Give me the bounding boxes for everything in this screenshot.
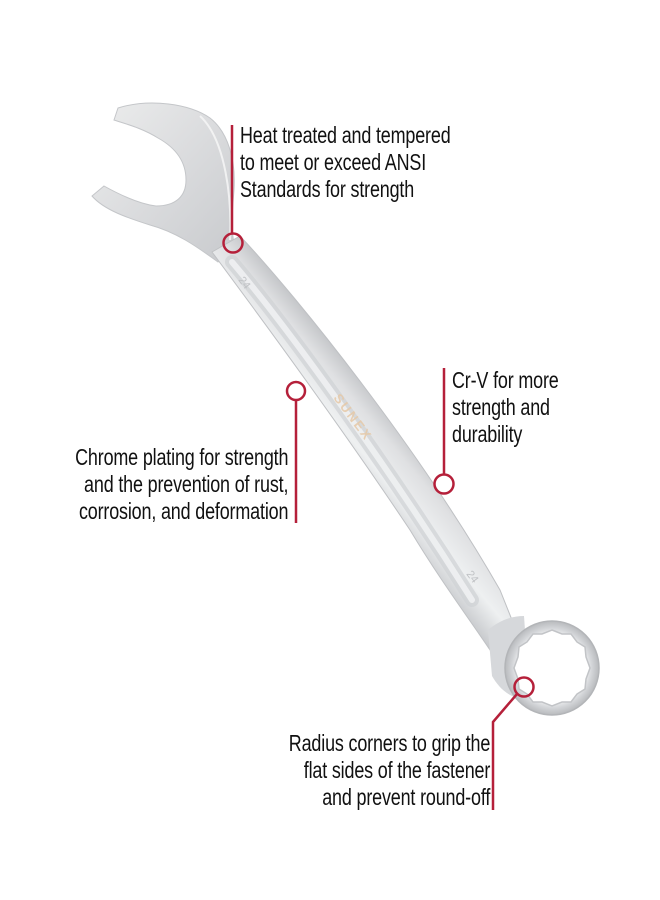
callout-heat-treated: Heat treated and tempered to meet or exc… xyxy=(240,122,451,203)
callout-heat-treated-line-1: Heat treated and tempered xyxy=(240,122,451,148)
callout-radius-corners: Radius corners to grip the flat sides of… xyxy=(288,730,491,811)
callout-radius-corners-line-2: flat sides of the fastener xyxy=(303,757,491,783)
connector-line-radius-corners xyxy=(491,693,518,810)
callout-connectors xyxy=(222,125,535,810)
callout-heat-treated-line-2: to meet or exceed ANSI xyxy=(240,149,427,175)
callout-chrome-plating-line-3: corrosion, and deformation xyxy=(78,498,289,524)
anchor-circle-radius-corners xyxy=(513,676,535,698)
callout-radius-corners-line-3: and prevent round-off xyxy=(322,784,490,810)
size-marking-top: 24 xyxy=(236,275,253,292)
callout-cr-v: Cr-V for more strength and durability xyxy=(452,367,559,448)
callout-cr-v-line-3: durability xyxy=(452,421,523,447)
anchor-circle-chrome-plating xyxy=(285,380,307,402)
callout-chrome-plating: Chrome plating for strength and the prev… xyxy=(75,444,288,525)
callout-chrome-plating-line-1: Chrome plating for strength xyxy=(74,444,288,470)
size-marking-bottom: 24 xyxy=(464,569,481,586)
wrench-shank: SUNEX 24 24 xyxy=(211,235,521,651)
wrench-open-end xyxy=(91,102,237,263)
anchor-circle-cr-v xyxy=(433,473,455,495)
wrench-box-end xyxy=(488,616,600,716)
callout-radius-corners-line-1: Radius corners to grip the xyxy=(288,730,491,756)
callout-cr-v-line-2: strength and xyxy=(452,394,550,420)
callout-cr-v-line-1: Cr-V for more xyxy=(452,367,559,393)
anchor-circle-heat-treated xyxy=(222,232,244,254)
callout-chrome-plating-line-2: and the prevention of rust, xyxy=(83,471,288,497)
callout-heat-treated-line-3: Standards for strength xyxy=(240,176,415,202)
